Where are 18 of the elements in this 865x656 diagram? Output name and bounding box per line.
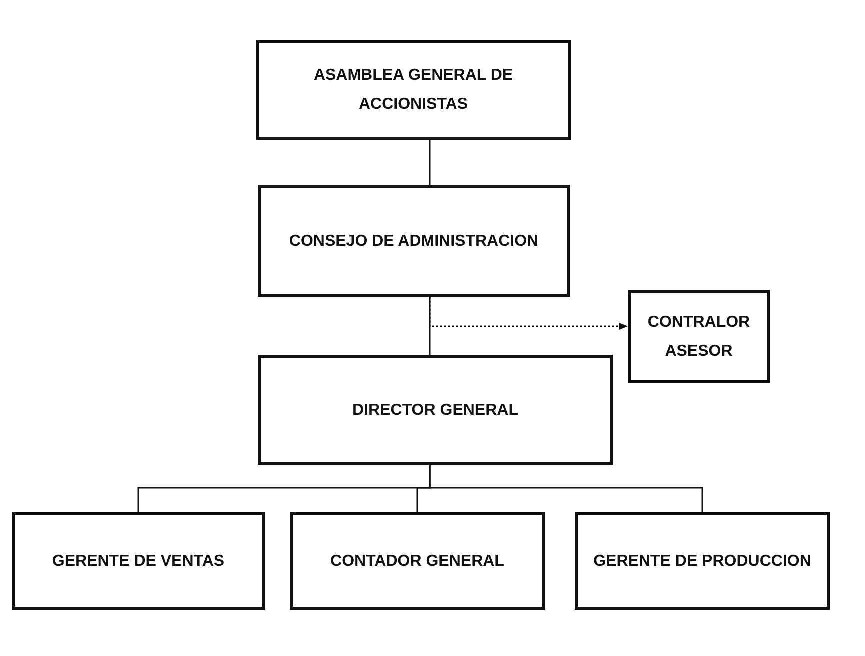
- box-label: DIRECTOR GENERAL: [352, 400, 520, 420]
- box-label: CONTADOR GENERAL: [330, 552, 506, 572]
- box-label: CONSEJO DE ADMINISTRACION: [288, 232, 540, 252]
- org-box: [256, 40, 571, 140]
- org-box: [628, 290, 770, 383]
- connector-line: [429, 140, 431, 185]
- dotted-arrow: [429, 297, 628, 330]
- box-label: GERENTE DE PRODUCCION: [592, 552, 812, 572]
- connector-line: [429, 465, 704, 512]
- box-label: ASAMBLEA GENERAL DE ACCIONISTAS: [312, 66, 514, 115]
- connector-line: [429, 297, 431, 355]
- box-label: CONTRALOR ASESOR: [646, 312, 752, 362]
- org-box: [290, 512, 545, 610]
- org-box: [258, 185, 570, 297]
- box-label: GERENTE DE VENTAS: [51, 552, 226, 572]
- org-box: [258, 355, 613, 465]
- org-box: [575, 512, 830, 610]
- org-box: [12, 512, 265, 610]
